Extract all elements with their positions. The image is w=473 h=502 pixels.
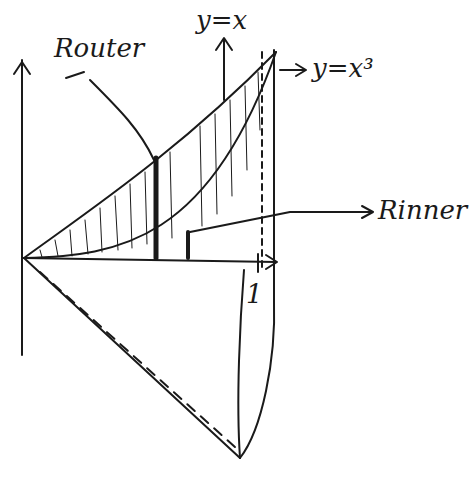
solid-edge	[40, 272, 236, 448]
solid-rim	[240, 300, 274, 458]
curve-label: y=x	[196, 6, 247, 35]
x-axis	[24, 258, 276, 262]
leader-arrow	[216, 38, 232, 50]
leader-line	[223, 40, 225, 100]
cubic-curve	[24, 52, 276, 258]
line-curve	[24, 52, 276, 258]
y-axis	[21, 60, 23, 355]
leader-line	[190, 212, 372, 232]
tick	[257, 254, 259, 272]
leader-arrow	[362, 206, 373, 218]
outer-radius	[154, 158, 159, 258]
inner-radius	[186, 232, 190, 258]
axis-tick-label: 1	[246, 280, 263, 309]
guide-line	[273, 50, 275, 300]
solid-rim	[238, 270, 244, 458]
axis-arrow	[14, 62, 30, 74]
leader-line	[280, 69, 305, 71]
leader-line	[90, 80, 154, 160]
leader-line	[66, 72, 84, 78]
radius-label: Router	[54, 34, 144, 63]
guide-line	[261, 52, 263, 270]
leader-arrow	[296, 64, 306, 76]
solid-edge	[24, 258, 240, 458]
curve-label: y=x³	[312, 54, 374, 83]
radius-label: Rinner	[378, 196, 467, 225]
axis-arrow	[266, 255, 277, 269]
